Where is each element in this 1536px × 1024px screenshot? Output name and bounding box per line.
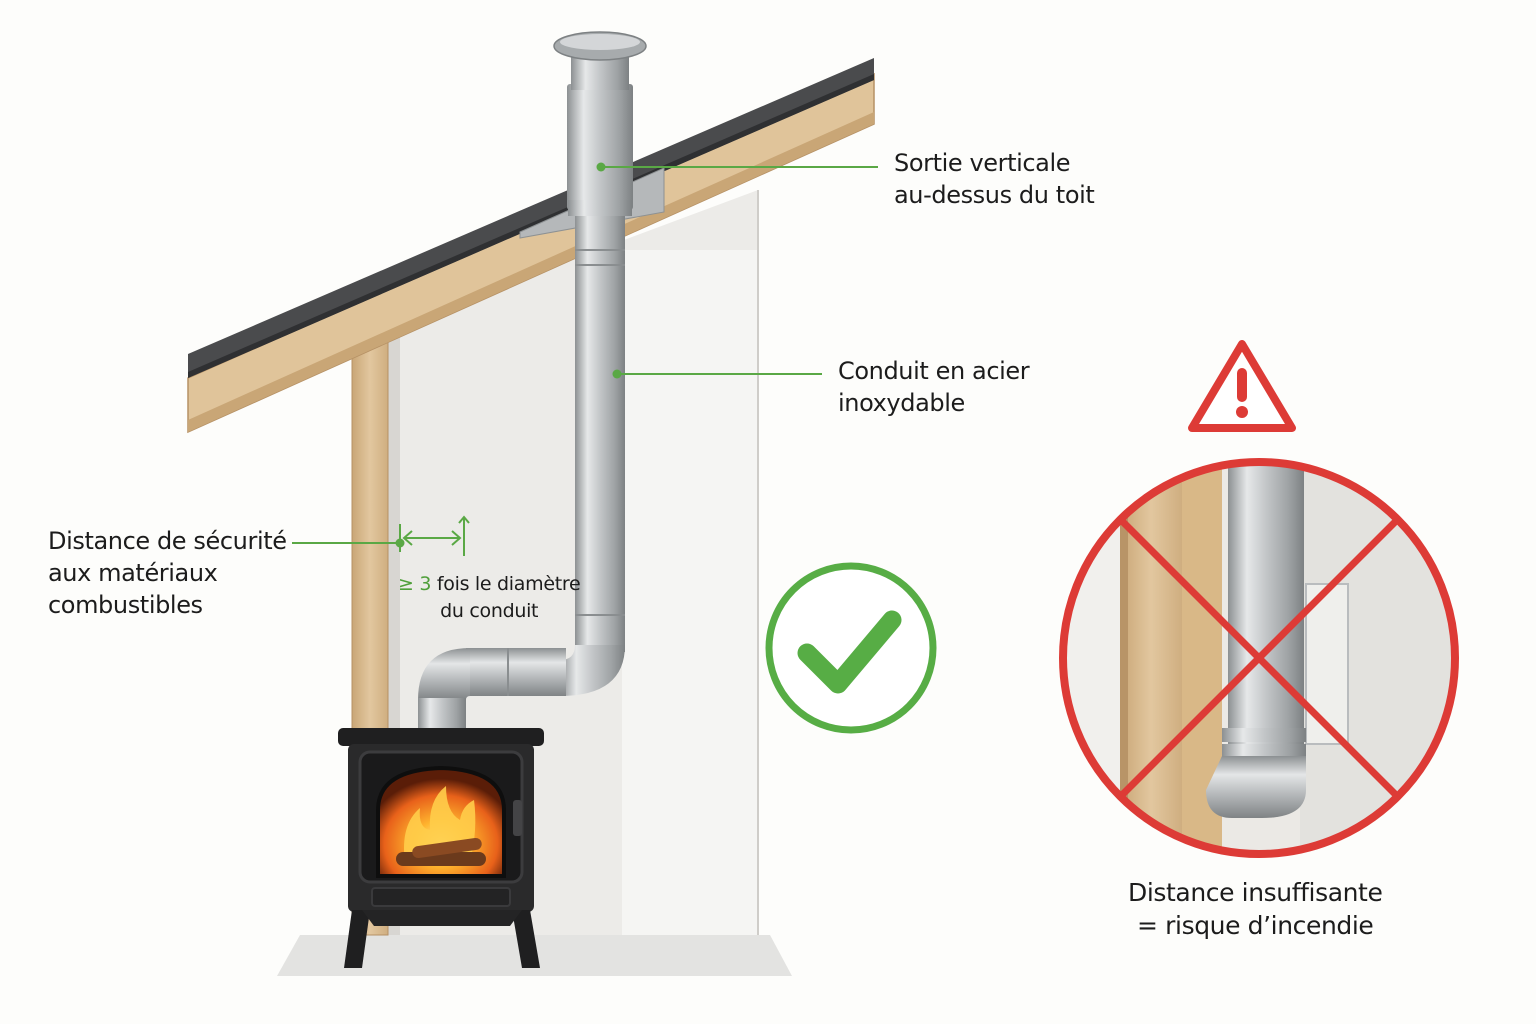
warning-label: Distance insuffisante = risque d’incendi… <box>1128 876 1383 942</box>
wood-stove <box>338 728 544 968</box>
roof-exit-label-line: Sortie verticale <box>894 149 1071 177</box>
roof-exit-label-line: au-dessus du toit <box>894 181 1095 209</box>
stove-apron <box>362 910 522 926</box>
check-circle-icon <box>765 562 937 734</box>
safety-label-line: Distance de sécurité <box>48 527 287 555</box>
zoom-pipe <box>1228 465 1304 750</box>
pipe-collar <box>568 200 632 216</box>
clearance-symbol: ≥ 3 <box>398 573 432 595</box>
roof-shingles-edge <box>188 74 874 378</box>
stove-ash-drawer <box>371 887 511 907</box>
firewood-log <box>412 837 482 859</box>
pipe-horizontal <box>466 648 566 696</box>
leader-duct-dot <box>612 369 622 379</box>
stove-leg <box>344 910 370 968</box>
safety-label-line: aux matériaux <box>48 559 218 587</box>
clearance-rule-label: ≥ 3 fois le diamètre du conduit <box>398 571 581 625</box>
safety-label-line: combustibles <box>48 591 203 619</box>
duct-label-line: Conduit en acier <box>838 357 1030 385</box>
pipe-lower-elbow <box>418 648 470 700</box>
clearance-rest: fois le diamètre <box>436 573 581 595</box>
chimney-pipe-top-section <box>567 84 633 210</box>
clearance-rule-line: ≥ 3 fois le diamètre <box>398 571 581 598</box>
roof-exit-label: Sortie verticale au-dessus du toit <box>894 147 1095 211</box>
duct-label-line: inoxydable <box>838 389 965 417</box>
warning-triangle-icon <box>1188 340 1296 432</box>
duct-label: Conduit en acier inoxydable <box>838 355 1030 419</box>
leader-roof-exit-dot <box>596 162 606 172</box>
safety-distance-label: Distance de sécurité aux matériaux combu… <box>48 525 287 621</box>
cross-circle-icon <box>1059 458 1459 858</box>
chimney-cap-highlight <box>560 34 640 50</box>
warning-label-line: Distance insuffisante <box>1128 878 1383 907</box>
clearance-rule-line: du conduit <box>440 600 539 622</box>
stove-leg <box>512 910 540 968</box>
stove-top <box>338 728 544 746</box>
zoom-bracket <box>1305 583 1349 745</box>
wall-heat-shield <box>622 250 758 935</box>
pipe-elbow <box>560 645 625 696</box>
clearance-dimension-arrow <box>399 515 470 556</box>
roof-rafter-underside <box>188 112 874 432</box>
zoom-pipe-elbow <box>1206 756 1306 818</box>
stove-flue-collar <box>418 698 466 732</box>
stove-handle <box>513 800 522 836</box>
warning-label-line: = risque d’incendie <box>1137 911 1374 940</box>
